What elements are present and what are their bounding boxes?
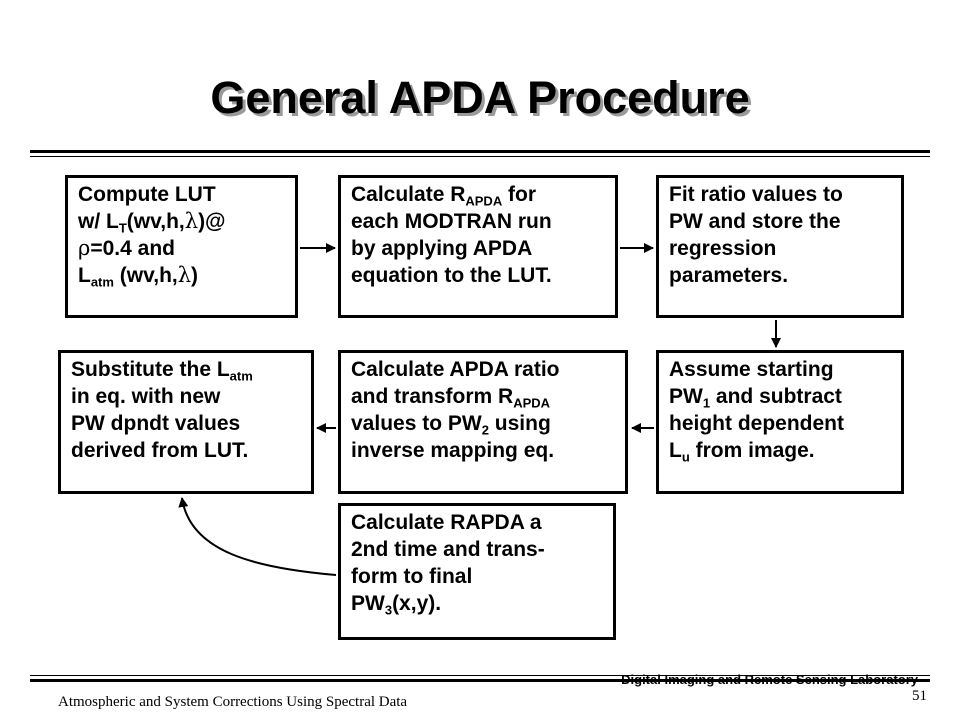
subscript: 3 <box>384 602 393 618</box>
step-text-line: ρ=0.4 and <box>78 235 289 262</box>
subscript: atm <box>90 274 114 290</box>
subscript: u <box>681 449 690 465</box>
step-text-line: PW1 and subtract <box>669 383 895 410</box>
subscript: APDA <box>513 395 551 411</box>
step-text-line: Calculate APDA ratio <box>351 358 560 381</box>
text-fragment: values to PW <box>351 412 482 435</box>
step-text-line: w/ LT(wv,h,λ)@ <box>78 208 289 235</box>
text-fragment: using <box>488 412 551 435</box>
text-fragment: L <box>78 264 91 287</box>
text-fragment: and transform R <box>351 385 514 408</box>
arrow-box7-to-box4 <box>178 497 337 576</box>
text-fragment: ) <box>191 264 199 287</box>
footer-course-title: Atmospheric and System Corrections Using… <box>58 694 408 710</box>
subscript: atm <box>229 368 253 384</box>
step-text-line: by applying APDA <box>351 237 533 260</box>
step-text-line: and transform RAPDA <box>351 383 619 410</box>
step-substitute-latm-box: Substitute the Latm in eq. with new PW d… <box>58 350 314 494</box>
subscript: APDA <box>465 193 503 209</box>
step-calculate-rapda-box: Calculate RAPDA for each MODTRAN run by … <box>338 175 618 318</box>
step-text-line: parameters. <box>669 264 789 287</box>
lambda-symbol: λ <box>177 263 192 287</box>
text-fragment: and subtract <box>710 385 842 408</box>
step-assume-starting-pw-box: Assume starting PW1 and subtract height … <box>656 350 904 494</box>
subscript: T <box>118 220 127 236</box>
text-fragment: PW <box>669 385 703 408</box>
step-text-line: PW dpndt values <box>71 412 241 435</box>
subscript: 1 <box>702 395 711 411</box>
page-number: 51 <box>912 688 927 704</box>
step-text-line: Fit ratio values to <box>669 183 843 206</box>
step-text-line: Latm (wv,h,λ) <box>78 262 289 289</box>
footer-divider-thick <box>30 679 930 682</box>
step-text-line: derived from LUT. <box>71 439 249 462</box>
title-divider-thick <box>30 150 930 153</box>
lambda-symbol: λ <box>184 209 199 233</box>
rho-symbol: ρ <box>78 236 91 260</box>
step-fit-ratio-box: Fit ratio values to PW and store the reg… <box>656 175 904 318</box>
text-fragment: =0.4 and <box>90 237 175 260</box>
step-text-line: regression <box>669 237 777 260</box>
text-fragment: for <box>502 183 537 206</box>
text-fragment: from image. <box>689 439 815 462</box>
text-fragment: PW <box>351 592 385 615</box>
step-text-line: in eq. with new <box>71 385 221 408</box>
step-compute-lut-box: Compute LUT w/ LT(wv,h,λ)@ ρ=0.4 and Lat… <box>65 175 298 318</box>
step-calculate-rapda-second-box: Calculate RAPDA a 2nd time and trans- fo… <box>338 503 616 640</box>
title-divider-thin <box>30 156 930 157</box>
step-text-line: equation to the LUT. <box>351 264 552 287</box>
step-text-line: form to final <box>351 565 473 588</box>
text-fragment: Calculate R <box>351 183 466 206</box>
step-text-line: each MODTRAN run <box>351 210 552 233</box>
step-text-line: PW and store the <box>669 210 841 233</box>
step-text-line: values to PW2 using <box>351 410 619 437</box>
step-text-line: 2nd time and trans- <box>351 538 545 561</box>
step-calculate-apda-ratio-box: Calculate APDA ratio and transform RAPDA… <box>338 350 628 494</box>
text-fragment: (wv,h, <box>113 264 178 287</box>
step-text-line: Lu from image. <box>669 437 895 464</box>
text-fragment: Substitute the L <box>71 358 230 381</box>
step-text-line: inverse mapping eq. <box>351 439 555 462</box>
subscript: 2 <box>481 422 489 438</box>
step-text-line: Substitute the Latm <box>71 356 305 383</box>
text-fragment: L <box>669 439 682 462</box>
footer-divider-thin <box>30 675 930 676</box>
step-text-line: PW3(x,y). <box>351 590 607 617</box>
step-text-line: Compute LUT <box>78 183 216 206</box>
text-fragment: (wv,h, <box>126 210 185 233</box>
step-text-line: Calculate RAPDA a <box>351 511 542 534</box>
text-fragment: (x,y). <box>392 592 442 615</box>
lab-name: Digital Imaging and Remote Sensing Labor… <box>621 672 918 687</box>
step-text-line: Calculate RAPDA for <box>351 181 609 208</box>
text-fragment: )@ <box>198 210 226 233</box>
slide-title: General APDA Procedure <box>210 72 750 123</box>
text-fragment: w/ L <box>78 210 119 233</box>
step-text-line: Assume starting <box>669 358 834 381</box>
step-text-line: height dependent <box>669 412 844 435</box>
